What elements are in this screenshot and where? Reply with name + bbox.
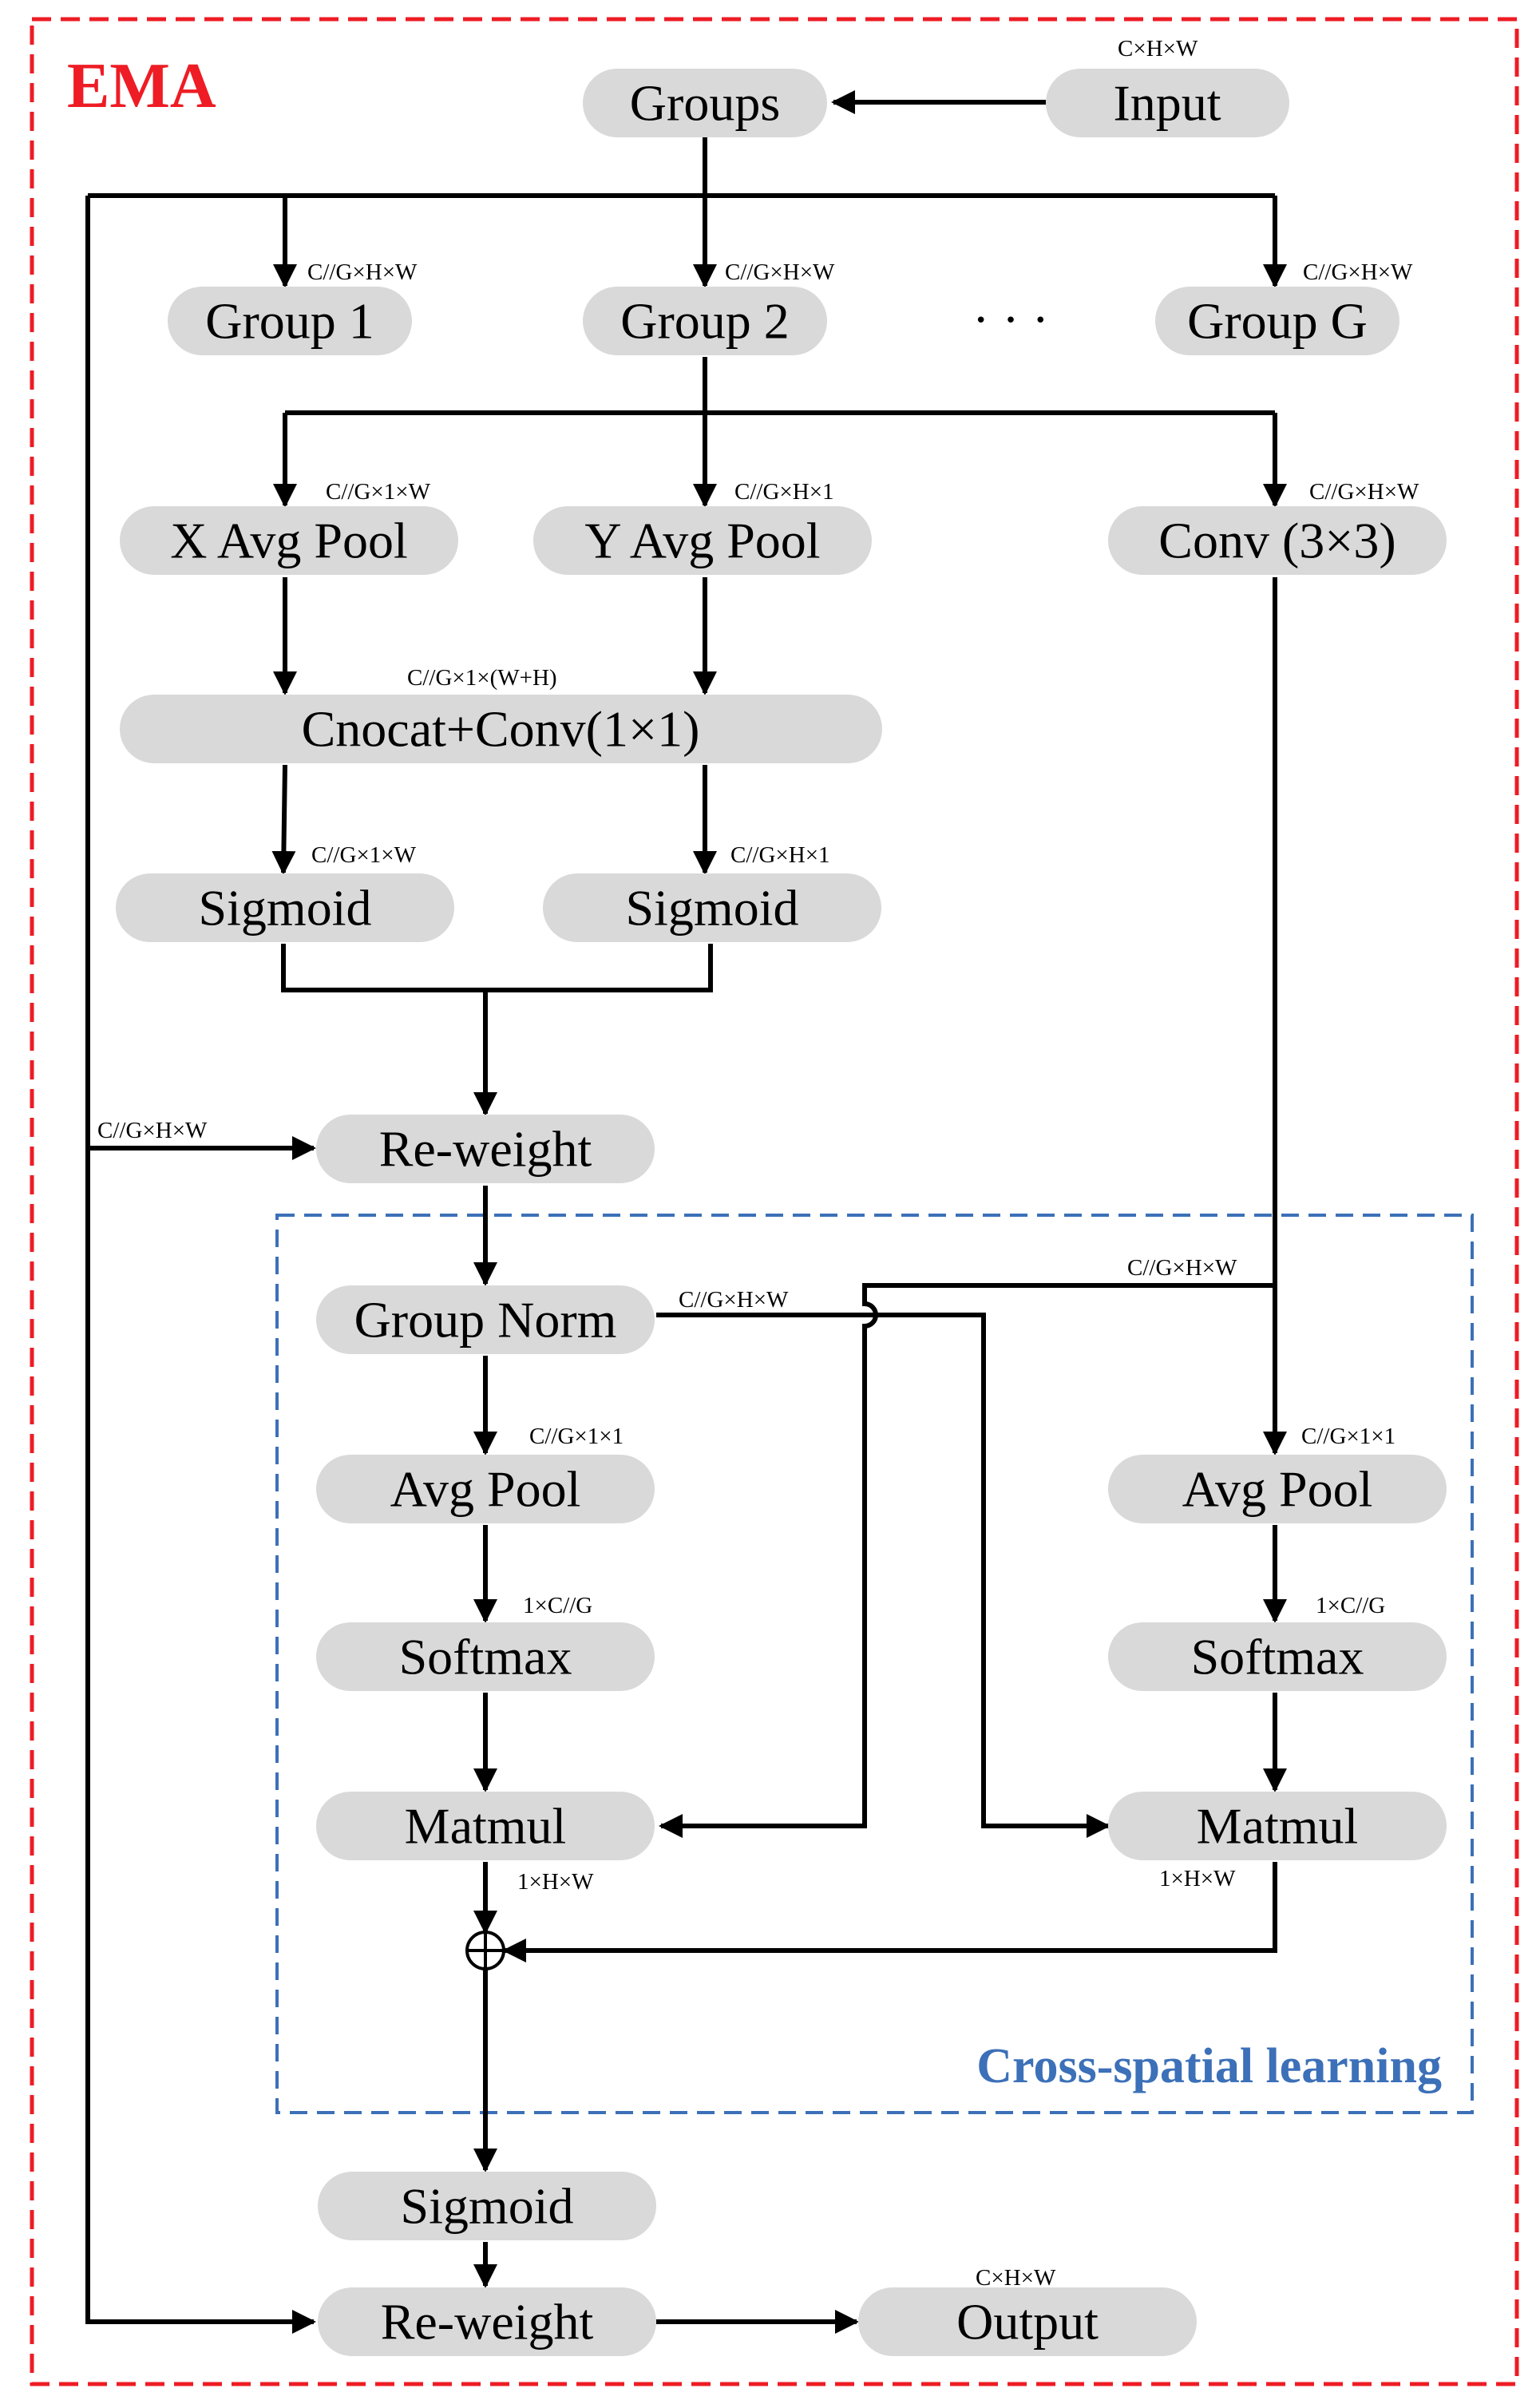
dim-sigmoid-left: C//G×1×W (311, 842, 417, 868)
dim-group-1: C//G×H×W (307, 259, 418, 285)
matmul-left-node: Matmul (316, 1792, 655, 1860)
avg-pool-left-node: Avg Pool (316, 1455, 655, 1523)
dim-group-g: C//G×H×W (1303, 259, 1413, 285)
edge-gn-matmul-r (656, 1313, 1110, 1838)
reweight-1-label: Re-weight (379, 1121, 592, 1178)
avg-pool-right-node: Avg Pool (1108, 1455, 1447, 1523)
cross-spatial-frame (275, 1214, 1474, 2114)
matmul-right-label: Matmul (1197, 1798, 1359, 1855)
dim-sigmoid-right: C//G×H×1 (730, 842, 830, 868)
edge-concat-sig1 (271, 764, 296, 875)
group-1-node: Group 1 (168, 287, 412, 355)
edge-matmul-r-plus (502, 1862, 1277, 1962)
sigmoid-2-node: Sigmoid (543, 873, 881, 942)
matmul-right-node: Matmul (1108, 1792, 1447, 1860)
sigmoid-1-node: Sigmoid (116, 873, 454, 942)
dim-y-pool: C//G×H×1 (734, 479, 834, 505)
group-2-node: Group 2 (583, 287, 827, 355)
group-1-label: Group 1 (205, 293, 374, 350)
dim-x-pool: C//G×1×W (326, 479, 431, 505)
x-avg-pool-label: X Avg Pool (170, 513, 408, 569)
sigmoid-2-label: Sigmoid (626, 880, 799, 937)
y-avg-pool-node: Y Avg Pool (533, 506, 872, 575)
output-node: Output (858, 2287, 1197, 2356)
groups-node: Groups (583, 69, 827, 137)
dim-input: C×H×W (1118, 36, 1198, 61)
dim-avg-pool-left: C//G×1×1 (529, 1424, 624, 1449)
cross-spatial-title: Cross-spatial learning (976, 2039, 1442, 2093)
reweight-1-node: Re-weight (316, 1115, 655, 1183)
reweight-2-node: Re-weight (318, 2287, 656, 2356)
plus-node (465, 1931, 505, 1970)
dimension-labels: C×H×W C//G×H×W C//G×H×W C//G×H×W C//G×1×… (97, 36, 1419, 2291)
reweight-2-label: Re-weight (381, 2294, 594, 2351)
edge-left-skip (85, 196, 316, 2334)
edge-conv-cross-matmul-l (659, 1283, 1275, 1838)
conv3-label: Conv (3×3) (1158, 513, 1396, 569)
sigmoid-3-node: Sigmoid (318, 2172, 656, 2240)
dim-conv3: C//G×H×W (1309, 479, 1419, 505)
matmul-left-label: Matmul (405, 1798, 567, 1855)
dim-softmax-right: 1×C//G (1316, 1593, 1385, 1618)
conv3-node: Conv (3×3) (1108, 506, 1447, 575)
concat-conv-label: Cnocat+Conv(1×1) (302, 701, 700, 758)
concat-conv-node: Cnocat+Conv(1×1) (120, 695, 882, 763)
output-label: Output (956, 2294, 1099, 2351)
dim-group-norm-out: C//G×H×W (679, 1287, 789, 1313)
dim-concat: C//G×1×(W+H) (407, 665, 557, 691)
group-g-label: Group G (1187, 293, 1368, 350)
x-avg-pool-node: X Avg Pool (120, 506, 458, 575)
group-g-node: Group G (1155, 287, 1399, 355)
input-node: Input (1046, 69, 1289, 137)
ema-title: EMA (67, 51, 216, 121)
input-label: Input (1113, 75, 1221, 132)
groups-label: Groups (630, 75, 780, 132)
dim-group-2: C//G×H×W (725, 259, 835, 285)
group-norm-node: Group Norm (316, 1285, 655, 1354)
avg-pool-right-label: Avg Pool (1182, 1461, 1373, 1518)
dim-matmul-left: 1×H×W (517, 1869, 594, 1895)
softmax-left-label: Softmax (399, 1629, 572, 1685)
group-2-label: Group 2 (620, 293, 790, 350)
dim-output: C×H×W (976, 2265, 1056, 2291)
sigmoid-3-label: Sigmoid (401, 2178, 574, 2235)
softmax-left-node: Softmax (316, 1622, 655, 1691)
softmax-right-label: Softmax (1191, 1629, 1364, 1685)
dim-avg-pool-right: C//G×1×1 (1301, 1424, 1396, 1449)
sigmoid-1-label: Sigmoid (199, 880, 372, 937)
dim-softmax-left: 1×C//G (523, 1593, 592, 1618)
ema-frame (30, 17, 1519, 2386)
edges (85, 90, 1287, 2334)
groups-ellipsis: · · · (972, 291, 1049, 348)
dim-matmul-right: 1×H×W (1159, 1866, 1236, 1891)
dim-conv-branch: C//G×H×W (1127, 1255, 1237, 1281)
avg-pool-left-label: Avg Pool (390, 1461, 581, 1518)
softmax-right-node: Softmax (1108, 1622, 1447, 1691)
dim-reweight-in: C//G×H×W (97, 1118, 208, 1143)
edge-sigmoids-merge (281, 944, 713, 992)
group-norm-label: Group Norm (354, 1292, 617, 1349)
y-avg-pool-label: Y Avg Pool (584, 513, 820, 569)
